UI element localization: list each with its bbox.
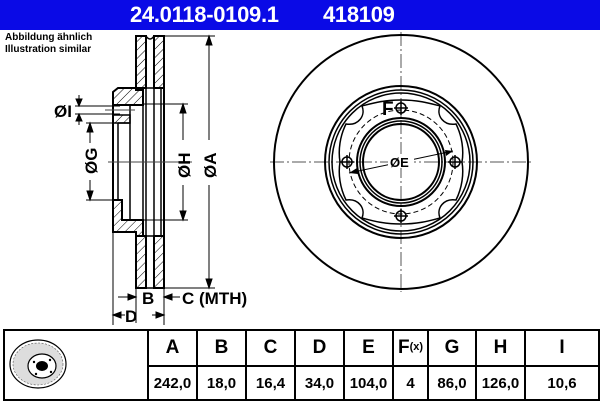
dimensions-table: A B C D E F(x) G H I 242,0 18,0 16,4 34,… bbox=[3, 329, 600, 401]
value-f: 4 bbox=[392, 365, 429, 401]
bolt-count-label-f: F bbox=[382, 99, 394, 120]
col-header-f-letter: F bbox=[397, 337, 410, 358]
value-a: 242,0 bbox=[147, 365, 198, 401]
col-header-d: D bbox=[294, 329, 345, 367]
part-number: 24.0118-0109.1 bbox=[130, 2, 279, 27]
value-d: 34,0 bbox=[294, 365, 345, 401]
table-values-row: 242,0 18,0 16,4 34,0 104,0 4 86,0 126,0 … bbox=[4, 365, 600, 401]
dimension-label-h: ØH bbox=[175, 153, 194, 179]
table-header-row: A B C D E F(x) G H I bbox=[3, 329, 600, 401]
side-view-dimensions bbox=[75, 34, 215, 325]
dimension-label-g: ØG bbox=[82, 148, 101, 174]
value-g: 86,0 bbox=[427, 365, 477, 401]
dimension-label-a: ØA bbox=[201, 153, 220, 179]
col-header-i: I bbox=[524, 329, 600, 367]
value-c: 16,4 bbox=[245, 365, 296, 401]
col-header-h: H bbox=[475, 329, 526, 367]
dimension-label-b: B bbox=[142, 289, 154, 308]
col-header-f-suffix: (x) bbox=[409, 341, 424, 353]
value-b: 18,0 bbox=[196, 365, 247, 401]
note-line-de: Abbildung ähnlich bbox=[5, 32, 93, 43]
dimension-label-i: ØI bbox=[54, 102, 72, 121]
bolt-holes bbox=[340, 101, 462, 223]
value-h: 126,0 bbox=[475, 365, 526, 401]
col-header-a: A bbox=[147, 329, 198, 367]
disc-thumbnail-cell bbox=[3, 329, 149, 401]
side-view-section bbox=[105, 35, 192, 289]
col-header-c: C bbox=[245, 329, 296, 367]
col-header-e: E bbox=[343, 329, 394, 367]
dimension-label-c: C (MTH) bbox=[182, 289, 247, 308]
brake-disc-icon bbox=[9, 339, 67, 389]
dimension-label-e: ØE bbox=[390, 155, 409, 170]
title-bar: 24.0118-0109.1 418109 bbox=[0, 0, 600, 30]
col-header-g: G bbox=[427, 329, 477, 367]
value-e: 104,0 bbox=[343, 365, 394, 401]
dimension-label-d: D bbox=[125, 307, 137, 326]
note-line-en: Illustration similar bbox=[5, 43, 92, 55]
technical-drawing: ØA ØH ØG ØI B C (MTH) D bbox=[54, 32, 532, 326]
e-label-bg bbox=[388, 154, 414, 168]
front-view bbox=[270, 32, 532, 292]
reference-number: 418109 bbox=[323, 2, 395, 27]
col-header-b: B bbox=[196, 329, 247, 367]
col-header-f: F(x) bbox=[392, 329, 429, 367]
value-i: 10,6 bbox=[524, 365, 600, 401]
side-view-labels: ØA ØH ØG ØI B C (MTH) D bbox=[54, 102, 247, 326]
illustration-note: Abbildung ähnlich Illustration similar bbox=[5, 32, 92, 55]
